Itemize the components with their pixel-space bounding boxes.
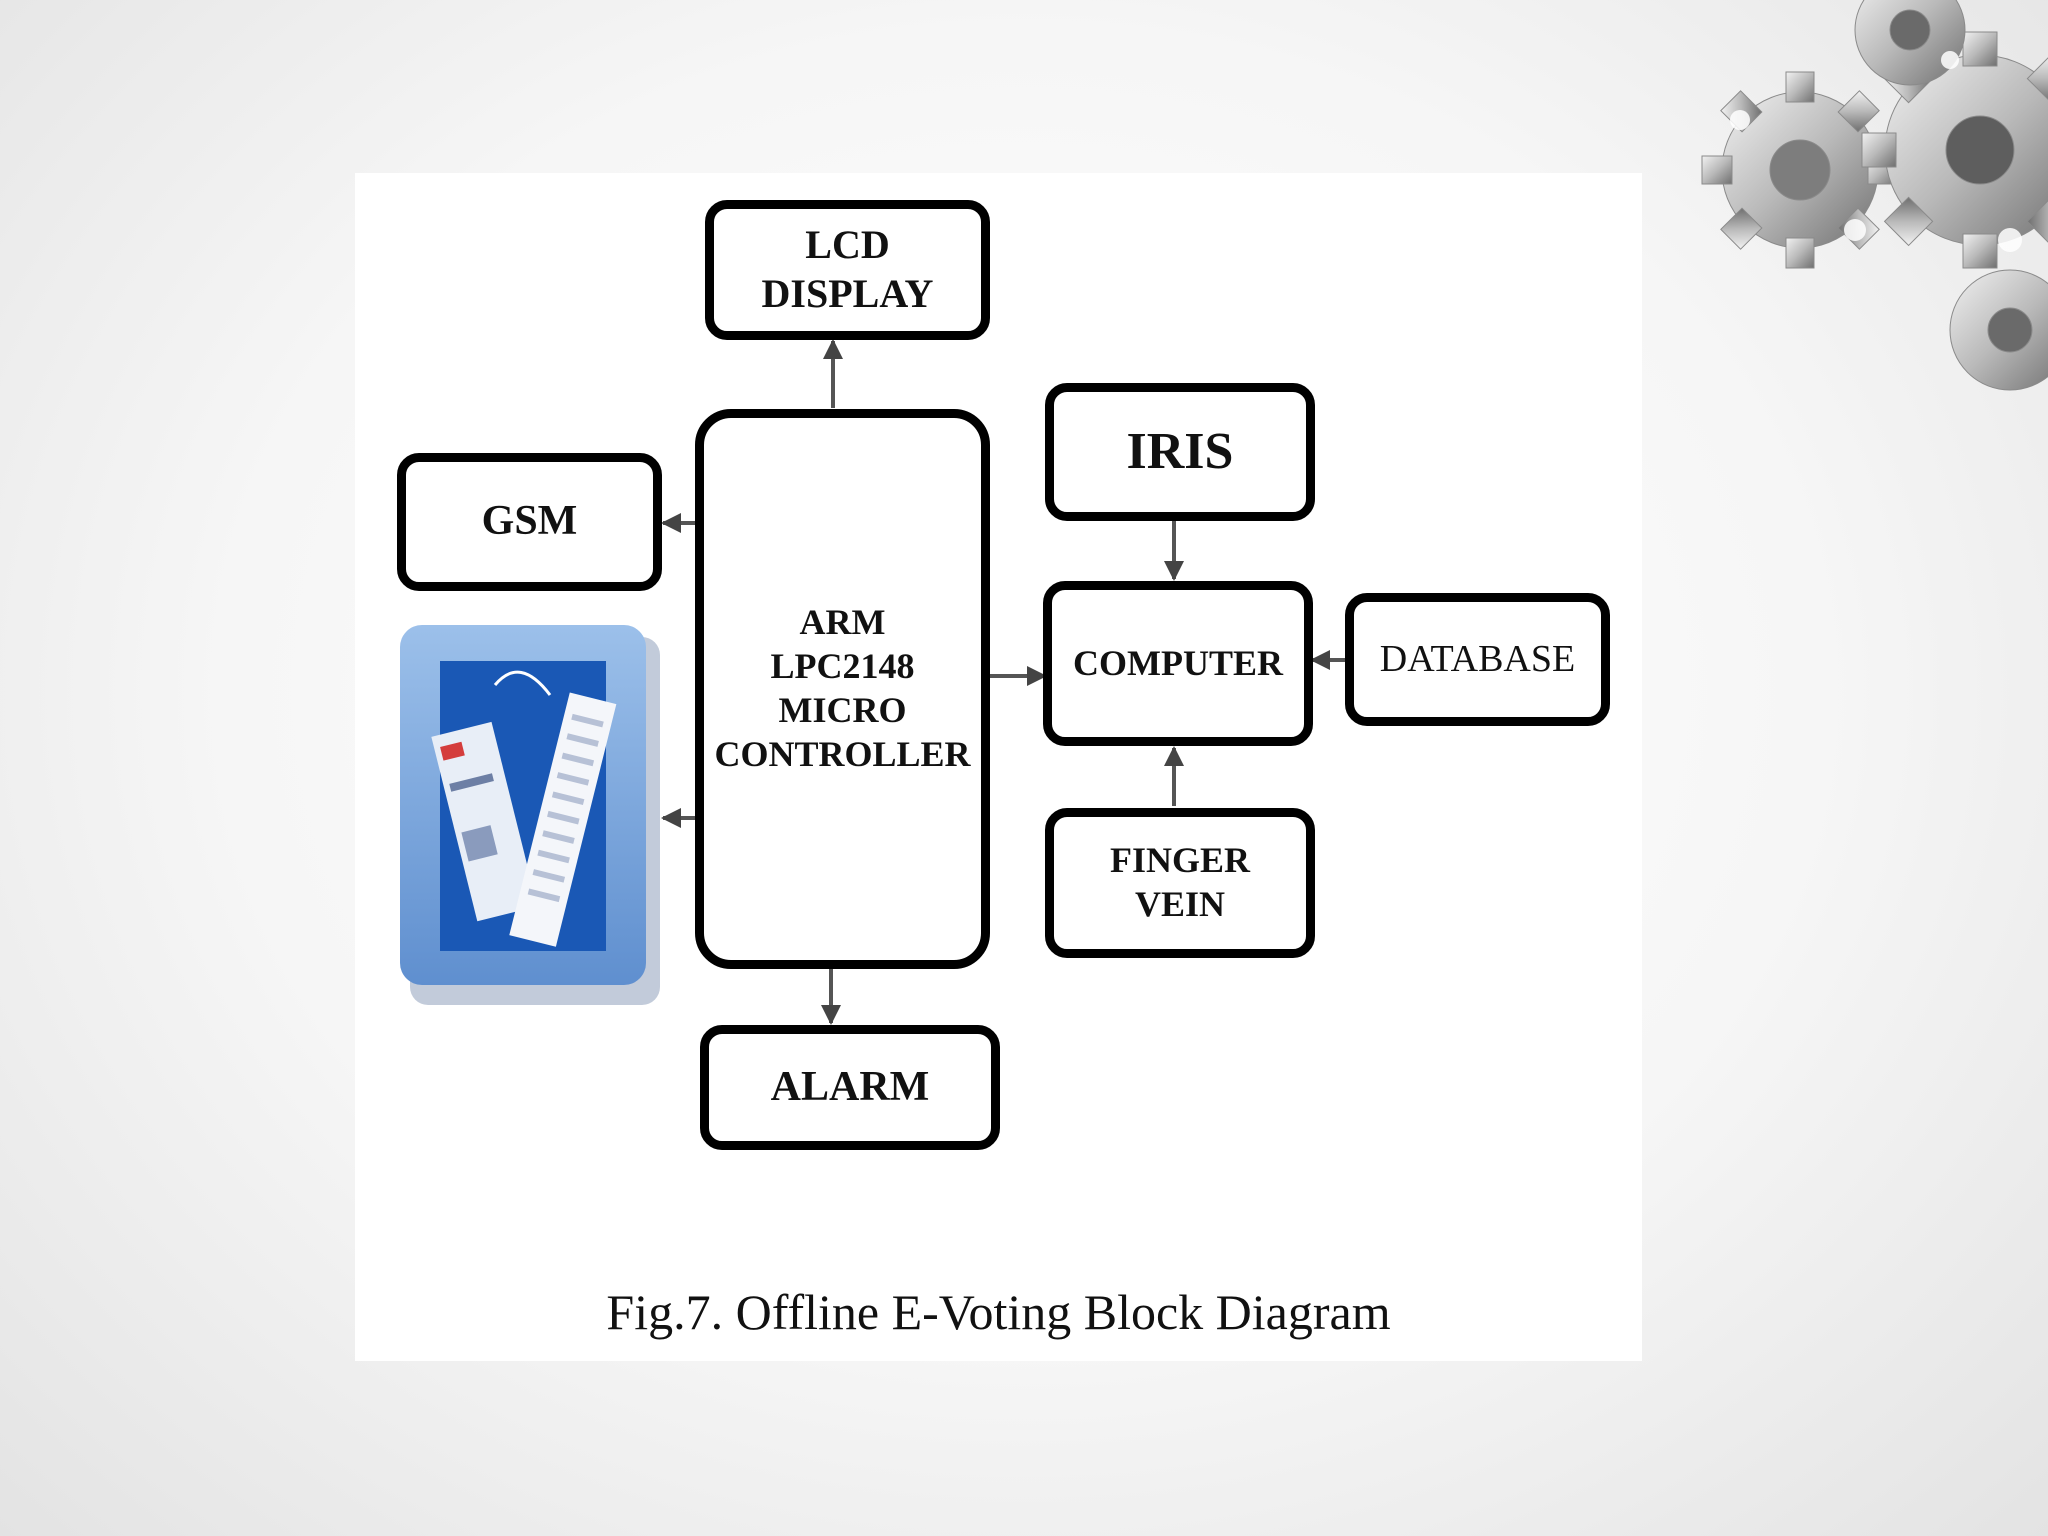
- figure-caption: Fig.7. Offline E-Voting Block Diagram: [606, 1284, 1391, 1340]
- computer-label: COMPUTER: [1073, 642, 1283, 683]
- iris-block: IRIS: [1045, 383, 1315, 521]
- connector-lines: [661, 339, 1345, 1025]
- arm-microcontroller-block: ARM LPC2148 MICRO CONTROLLER: [695, 409, 990, 969]
- voting-machine-icon: [400, 625, 660, 1005]
- iris-label: IRIS: [1126, 423, 1234, 481]
- gsm-label: GSM: [481, 498, 578, 545]
- finger-vein-label: FINGER VEIN: [1109, 840, 1250, 924]
- finger-vein-block: FINGER VEIN: [1045, 808, 1315, 958]
- alarm-block: ALARM: [700, 1025, 1000, 1150]
- lcd-display-label: LCD DISPLAY: [761, 222, 934, 316]
- gears-icon: [1701, 0, 2048, 391]
- arm-microcontroller-label: ARM LPC2148 MICRO CONTROLLER: [714, 602, 971, 774]
- computer-block: COMPUTER: [1043, 581, 1313, 746]
- block-diagram-figure: LCD DISPLAY GSM ARM LPC2148 MICRO CONTRO…: [355, 173, 1642, 1361]
- database-label: DATABASE: [1379, 638, 1576, 681]
- database-block: DATABASE: [1345, 593, 1610, 726]
- lcd-display-block: LCD DISPLAY: [705, 200, 990, 340]
- alarm-label: ALARM: [770, 1063, 930, 1110]
- gsm-block: GSM: [397, 453, 662, 591]
